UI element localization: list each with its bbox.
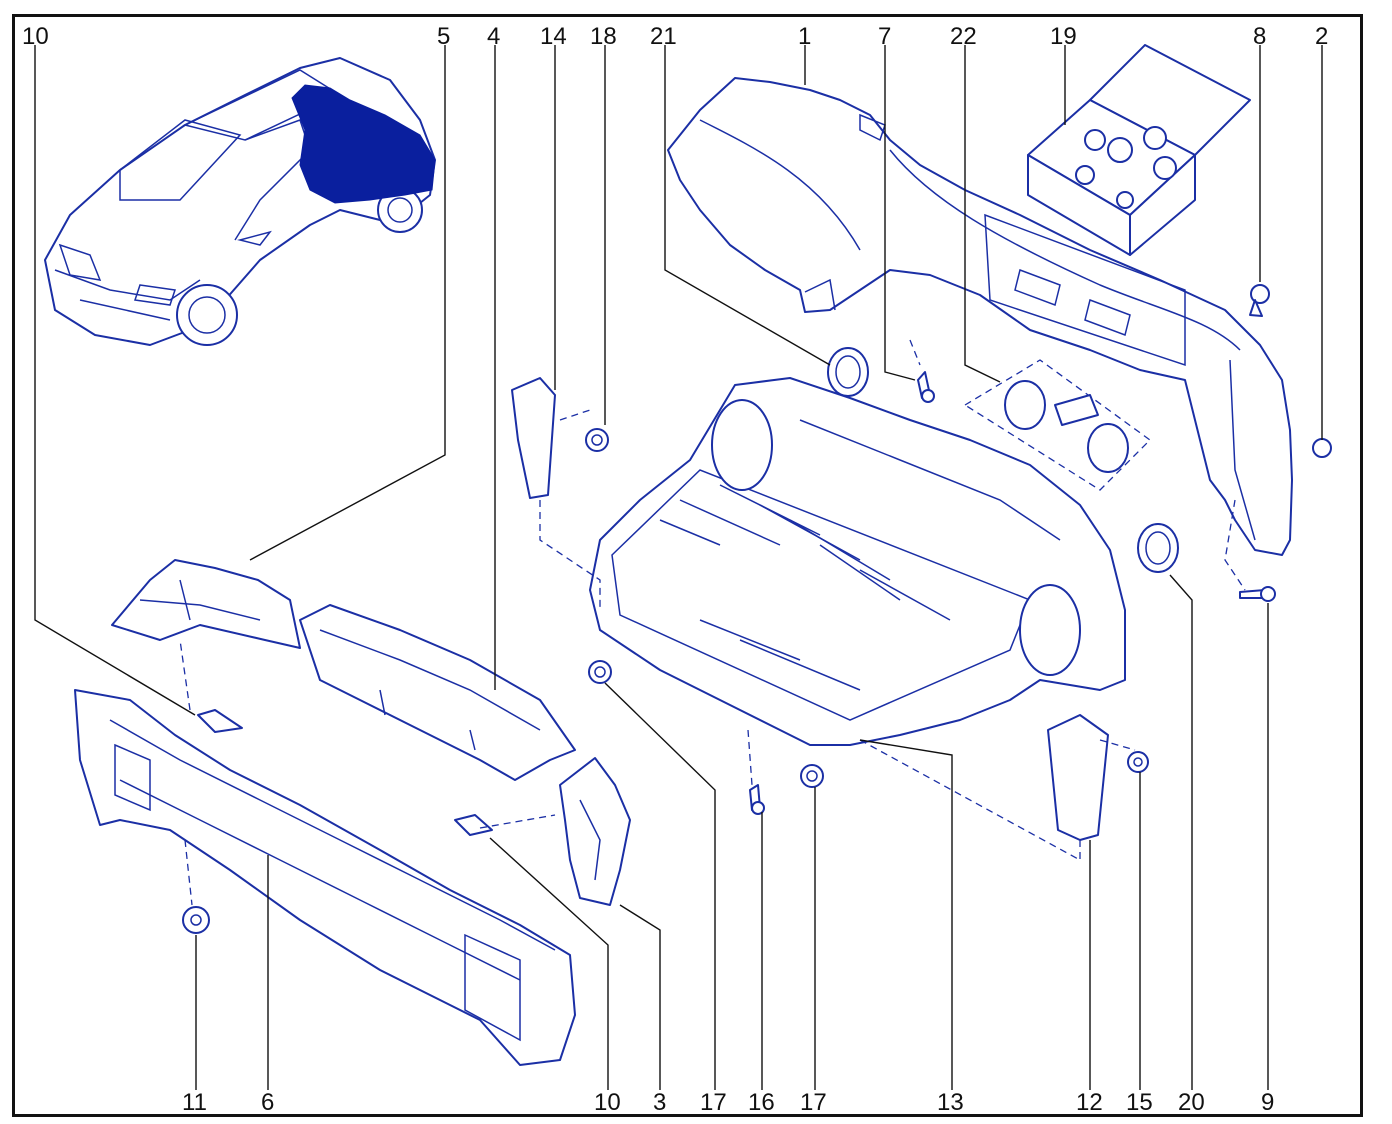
nut-11	[182, 906, 210, 934]
callout-top-14: 14	[540, 23, 567, 50]
part-5-left-bracket	[111, 559, 301, 649]
part-12-right-spacer	[1047, 714, 1109, 841]
vehicle-locator	[44, 57, 436, 346]
callout-top-21: 21	[650, 23, 677, 50]
part-20-exhaust-collar	[1137, 523, 1179, 573]
callout-top-8: 8	[1253, 23, 1266, 50]
part-3-right-bracket	[559, 757, 631, 906]
clip-8	[1249, 284, 1270, 317]
clip-15	[1127, 751, 1149, 773]
callout-bottom-10: 10	[594, 1089, 621, 1116]
clip-17-right	[800, 764, 824, 788]
callout-top-22: 22	[950, 23, 977, 50]
callout-top-5: 5	[437, 23, 450, 50]
clip-2	[1312, 438, 1332, 458]
part-4-upper-reinforcement	[299, 604, 576, 781]
part-14-left-spacer	[511, 377, 556, 499]
callout-bottom-17-left: 17	[700, 1089, 727, 1116]
screw-9	[1239, 586, 1276, 602]
clip-18	[585, 428, 609, 452]
callout-bottom-16: 16	[748, 1089, 775, 1116]
screw-16	[749, 784, 765, 815]
pin-10-right	[454, 814, 493, 836]
callout-top-4: 4	[487, 23, 500, 50]
callout-top-7: 7	[878, 23, 891, 50]
part-22-exhaust-kit	[963, 359, 1151, 491]
callout-bottom-9: 9	[1261, 1089, 1274, 1116]
part-1-rear-bumper-cover	[667, 77, 1293, 556]
callout-top-2: 2	[1315, 23, 1328, 50]
part-6-bumper-absorber	[74, 689, 576, 1066]
callout-bottom-20: 20	[1178, 1089, 1205, 1116]
callout-bottom-13: 13	[937, 1089, 964, 1116]
callout-bottom-6: 6	[261, 1089, 274, 1116]
pin-10-left	[197, 709, 243, 733]
callout-top-1: 1	[798, 23, 811, 50]
callout-bottom-17-right: 17	[800, 1089, 827, 1116]
screw-7	[917, 371, 935, 403]
part-13-rear-diffuser	[589, 377, 1126, 746]
callout-bottom-3: 3	[653, 1089, 666, 1116]
highlighted-rear-section	[291, 84, 436, 204]
part-19-fastener-kit-box	[1027, 44, 1251, 256]
callout-bottom-15: 15	[1126, 1089, 1153, 1116]
callout-bottom-12: 12	[1076, 1089, 1103, 1116]
callout-top-19: 19	[1050, 23, 1077, 50]
callout-top-10: 10	[22, 23, 49, 50]
leader-lines	[34, 45, 1323, 1090]
part-21-exhaust-collar	[827, 347, 869, 397]
clip-17-left	[588, 660, 612, 684]
callout-bottom-11: 11	[182, 1089, 207, 1116]
callout-top-18: 18	[590, 23, 617, 50]
